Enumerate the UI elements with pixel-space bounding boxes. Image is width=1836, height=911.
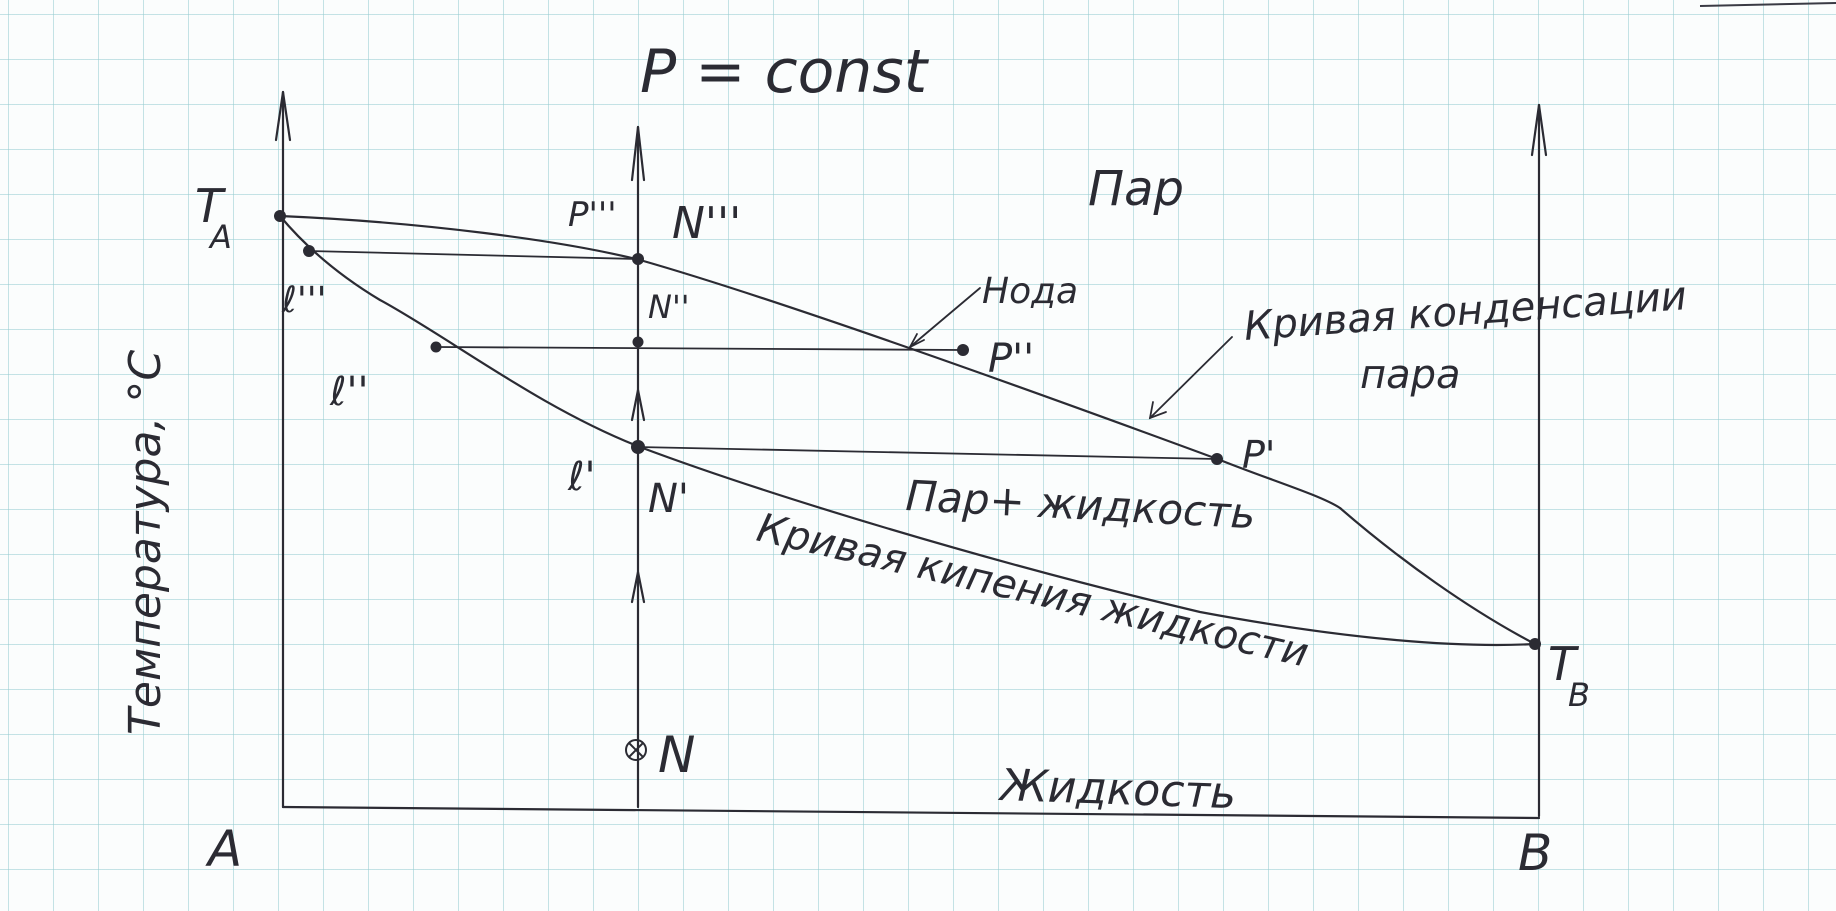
point-n1 bbox=[631, 440, 645, 454]
tie-line-1 bbox=[637, 446, 1218, 460]
point-ta bbox=[274, 210, 286, 222]
isopleth-arrow-top bbox=[630, 125, 646, 182]
y-axis-label: Температура, °C bbox=[120, 350, 171, 735]
point-l3 bbox=[303, 245, 315, 257]
axis-b-arrow bbox=[1530, 103, 1548, 157]
diagram-title: P = const bbox=[640, 37, 930, 107]
point-n1-label: N' bbox=[648, 476, 689, 522]
tie-line-pointer-head bbox=[907, 333, 925, 350]
tie-line-2 bbox=[435, 346, 964, 351]
boiling-point-b-subscript: B bbox=[1568, 676, 1590, 714]
composition-axis bbox=[281, 805, 1541, 820]
tie-line-label: Нода bbox=[982, 271, 1078, 312]
point-p1 bbox=[1211, 453, 1223, 465]
region-vapor-label: Пар bbox=[1088, 161, 1184, 217]
condensation-curve bbox=[278, 214, 1537, 646]
condensation-curve-label-line1: Кривая конденсации bbox=[1242, 273, 1688, 350]
component-b-label: B bbox=[1518, 824, 1552, 882]
boiling-point-a-subscript: A bbox=[208, 218, 232, 256]
tie-line-pointer bbox=[909, 287, 981, 348]
point-l2 bbox=[430, 341, 442, 353]
condensation-pointer bbox=[1149, 336, 1233, 419]
point-p3-label: P''' bbox=[568, 195, 617, 235]
point-p1-label: P' bbox=[1242, 433, 1275, 477]
point-n-label: N bbox=[658, 726, 695, 784]
component-a-label: A bbox=[205, 820, 242, 878]
point-l3-label: ℓ''' bbox=[281, 280, 327, 321]
boiling-point-a-label: T bbox=[195, 179, 227, 233]
paper-edge-mark bbox=[1699, 2, 1836, 7]
tie-line-3 bbox=[308, 250, 639, 260]
isopleth-arrow-middle bbox=[630, 388, 646, 422]
point-n2-label: N'' bbox=[648, 288, 690, 326]
region-two-phase-label: Пар+ жидкость bbox=[904, 471, 1256, 538]
point-l1-label: ℓ' bbox=[567, 454, 596, 500]
point-n3-label: N''' bbox=[672, 198, 741, 249]
point-p2 bbox=[957, 344, 969, 356]
boiling-curve bbox=[278, 214, 1537, 647]
point-tb bbox=[1529, 638, 1541, 650]
point-n-marker bbox=[625, 739, 647, 761]
isopleth-arrow-lower bbox=[630, 570, 646, 604]
point-l2-label: ℓ'' bbox=[329, 369, 369, 415]
axis-a-arrow bbox=[274, 90, 292, 142]
region-liquid-label: Жидкость bbox=[997, 760, 1237, 819]
condensation-curve-label-line2: пара bbox=[1360, 352, 1461, 398]
point-n3 bbox=[632, 253, 644, 265]
condensation-pointer-head bbox=[1148, 401, 1167, 420]
point-p2-label: P'' bbox=[988, 336, 1034, 382]
point-n2 bbox=[632, 336, 644, 348]
boiling-point-b-label: T bbox=[1548, 637, 1580, 691]
